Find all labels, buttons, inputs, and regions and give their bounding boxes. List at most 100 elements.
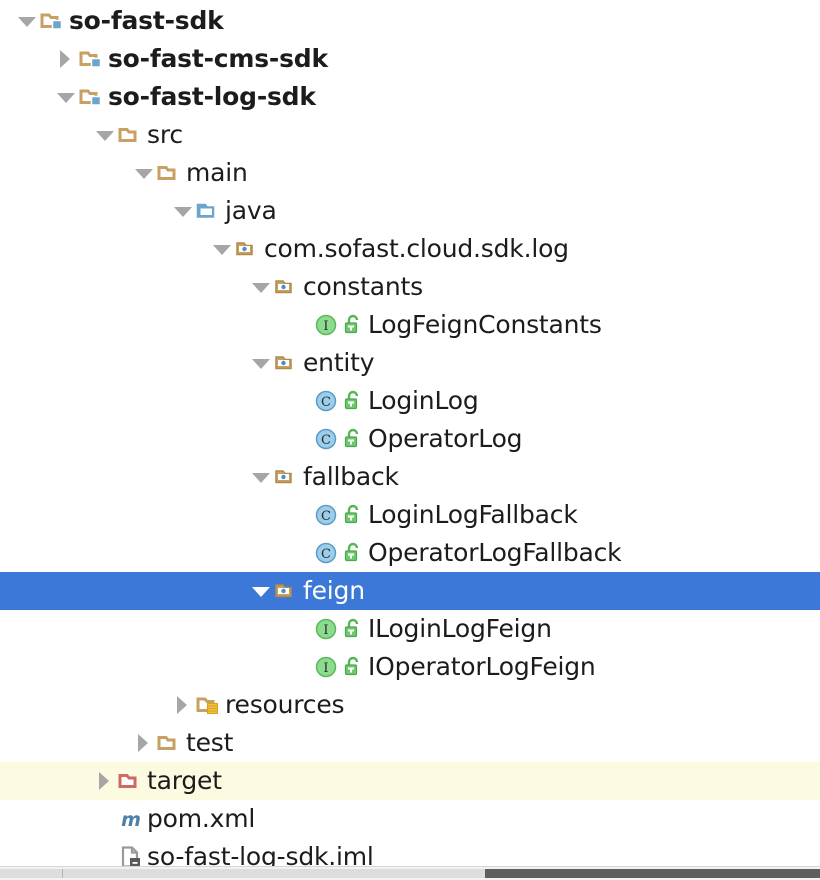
- tree-row[interactable]: C OperatorLog: [0, 420, 820, 458]
- interface-icon: I: [313, 312, 339, 338]
- resources-root-icon: [196, 692, 222, 718]
- tree-row-label: so-fast-cms-sdk: [108, 44, 328, 73]
- chevron-down-icon[interactable]: [92, 116, 118, 154]
- tree-row[interactable]: C LoginLog: [0, 382, 820, 420]
- tree-row-label: constants: [303, 272, 423, 301]
- tree-row[interactable]: so-fast-sdk: [0, 2, 820, 40]
- source-root-icon: [196, 198, 222, 224]
- chevron-down-icon[interactable]: [248, 572, 274, 610]
- package-icon: [274, 578, 300, 604]
- package-icon: [274, 350, 300, 376]
- public-unlock-icon: [342, 388, 364, 414]
- class-icon: C: [313, 388, 339, 414]
- public-unlock-icon: [342, 502, 364, 528]
- tree-row[interactable]: I IOperatorLogFeign: [0, 648, 820, 686]
- tree-row-label: pom.xml: [147, 804, 256, 833]
- tree-row[interactable]: constants: [0, 268, 820, 306]
- twisty-spacer: [287, 382, 313, 420]
- package-icon: [274, 464, 300, 490]
- svg-text:m: m: [121, 809, 141, 831]
- public-unlock-icon: [342, 540, 364, 566]
- excluded-folder-icon: [118, 768, 144, 794]
- chevron-down-icon[interactable]: [248, 268, 274, 306]
- tree-row[interactable]: so-fast-log-sdk.iml: [0, 838, 820, 866]
- svg-text:I: I: [323, 661, 328, 676]
- module-folder-icon: [79, 84, 105, 110]
- chevron-right-icon[interactable]: [53, 40, 79, 78]
- public-unlock-icon: [342, 312, 364, 338]
- tree-row[interactable]: com.sofast.cloud.sdk.log: [0, 230, 820, 268]
- module-folder-icon: [79, 46, 105, 72]
- package-icon: [235, 236, 261, 262]
- twisty-spacer: [287, 648, 313, 686]
- module-folder-icon: [40, 8, 66, 34]
- twisty-spacer: [287, 610, 313, 648]
- tree-row[interactable]: src: [0, 116, 820, 154]
- tree-row[interactable]: test: [0, 724, 820, 762]
- svg-text:I: I: [323, 623, 328, 638]
- tree-row-label: ILoginLogFeign: [368, 614, 552, 643]
- twisty-spacer: [287, 420, 313, 458]
- tree-row-label: fallback: [303, 462, 399, 491]
- tree-row[interactable]: target: [0, 762, 820, 800]
- tree-row[interactable]: main: [0, 154, 820, 192]
- tree-row[interactable]: I ILoginLogFeign: [0, 610, 820, 648]
- tree-row-label: OperatorLog: [368, 424, 523, 453]
- twisty-spacer: [92, 800, 118, 838]
- scrollbar-track[interactable]: [0, 869, 485, 878]
- tree-row-label: test: [186, 728, 234, 757]
- chevron-down-icon[interactable]: [248, 458, 274, 496]
- tree-row-label: main: [186, 158, 248, 187]
- chevron-down-icon[interactable]: [209, 230, 235, 268]
- chevron-down-icon[interactable]: [170, 192, 196, 230]
- class-icon: C: [313, 540, 339, 566]
- tree-row-label: resources: [225, 690, 345, 719]
- tree-row[interactable]: feign: [0, 572, 820, 610]
- twisty-spacer: [287, 534, 313, 572]
- interface-icon: I: [313, 616, 339, 642]
- tree-row-label: java: [225, 196, 277, 225]
- tree-row[interactable]: resources: [0, 686, 820, 724]
- chevron-down-icon[interactable]: [53, 78, 79, 116]
- chevron-right-icon[interactable]: [131, 724, 157, 762]
- tree-row-label: entity: [303, 348, 375, 377]
- tree-row[interactable]: so-fast-cms-sdk: [0, 40, 820, 78]
- tree-row-label: com.sofast.cloud.sdk.log: [264, 234, 569, 263]
- tree-row[interactable]: C OperatorLogFallback: [0, 534, 820, 572]
- svg-text:C: C: [321, 509, 331, 524]
- class-icon: C: [313, 502, 339, 528]
- tree-row[interactable]: entity: [0, 344, 820, 382]
- public-unlock-icon: [342, 426, 364, 452]
- svg-text:C: C: [321, 433, 331, 448]
- class-icon: C: [313, 426, 339, 452]
- scrollbar-thumb[interactable]: [485, 869, 820, 878]
- chevron-down-icon[interactable]: [131, 154, 157, 192]
- folder-icon: [157, 730, 183, 756]
- maven-file-icon: m: [118, 806, 144, 832]
- chevron-right-icon[interactable]: [92, 762, 118, 800]
- tree-row-label: target: [147, 766, 222, 795]
- svg-text:C: C: [321, 395, 331, 410]
- package-icon: [274, 274, 300, 300]
- iml-file-icon: [118, 844, 144, 866]
- chevron-down-icon[interactable]: [14, 2, 40, 40]
- horizontal-scrollbar[interactable]: [0, 866, 820, 880]
- tree-row[interactable]: fallback: [0, 458, 820, 496]
- public-unlock-icon: [342, 616, 364, 642]
- tree-row[interactable]: m pom.xml: [0, 800, 820, 838]
- folder-icon: [157, 160, 183, 186]
- svg-text:C: C: [321, 547, 331, 562]
- tree-row-label: OperatorLogFallback: [368, 538, 622, 567]
- tree-row[interactable]: java: [0, 192, 820, 230]
- chevron-right-icon[interactable]: [170, 686, 196, 724]
- scrollbar-tick: [62, 869, 63, 878]
- twisty-spacer: [92, 838, 118, 866]
- chevron-down-icon[interactable]: [248, 344, 274, 382]
- tree-row-label: LoginLog: [368, 386, 479, 415]
- twisty-spacer: [287, 306, 313, 344]
- tree-row[interactable]: so-fast-log-sdk: [0, 78, 820, 116]
- tree-row-label: IOperatorLogFeign: [368, 652, 596, 681]
